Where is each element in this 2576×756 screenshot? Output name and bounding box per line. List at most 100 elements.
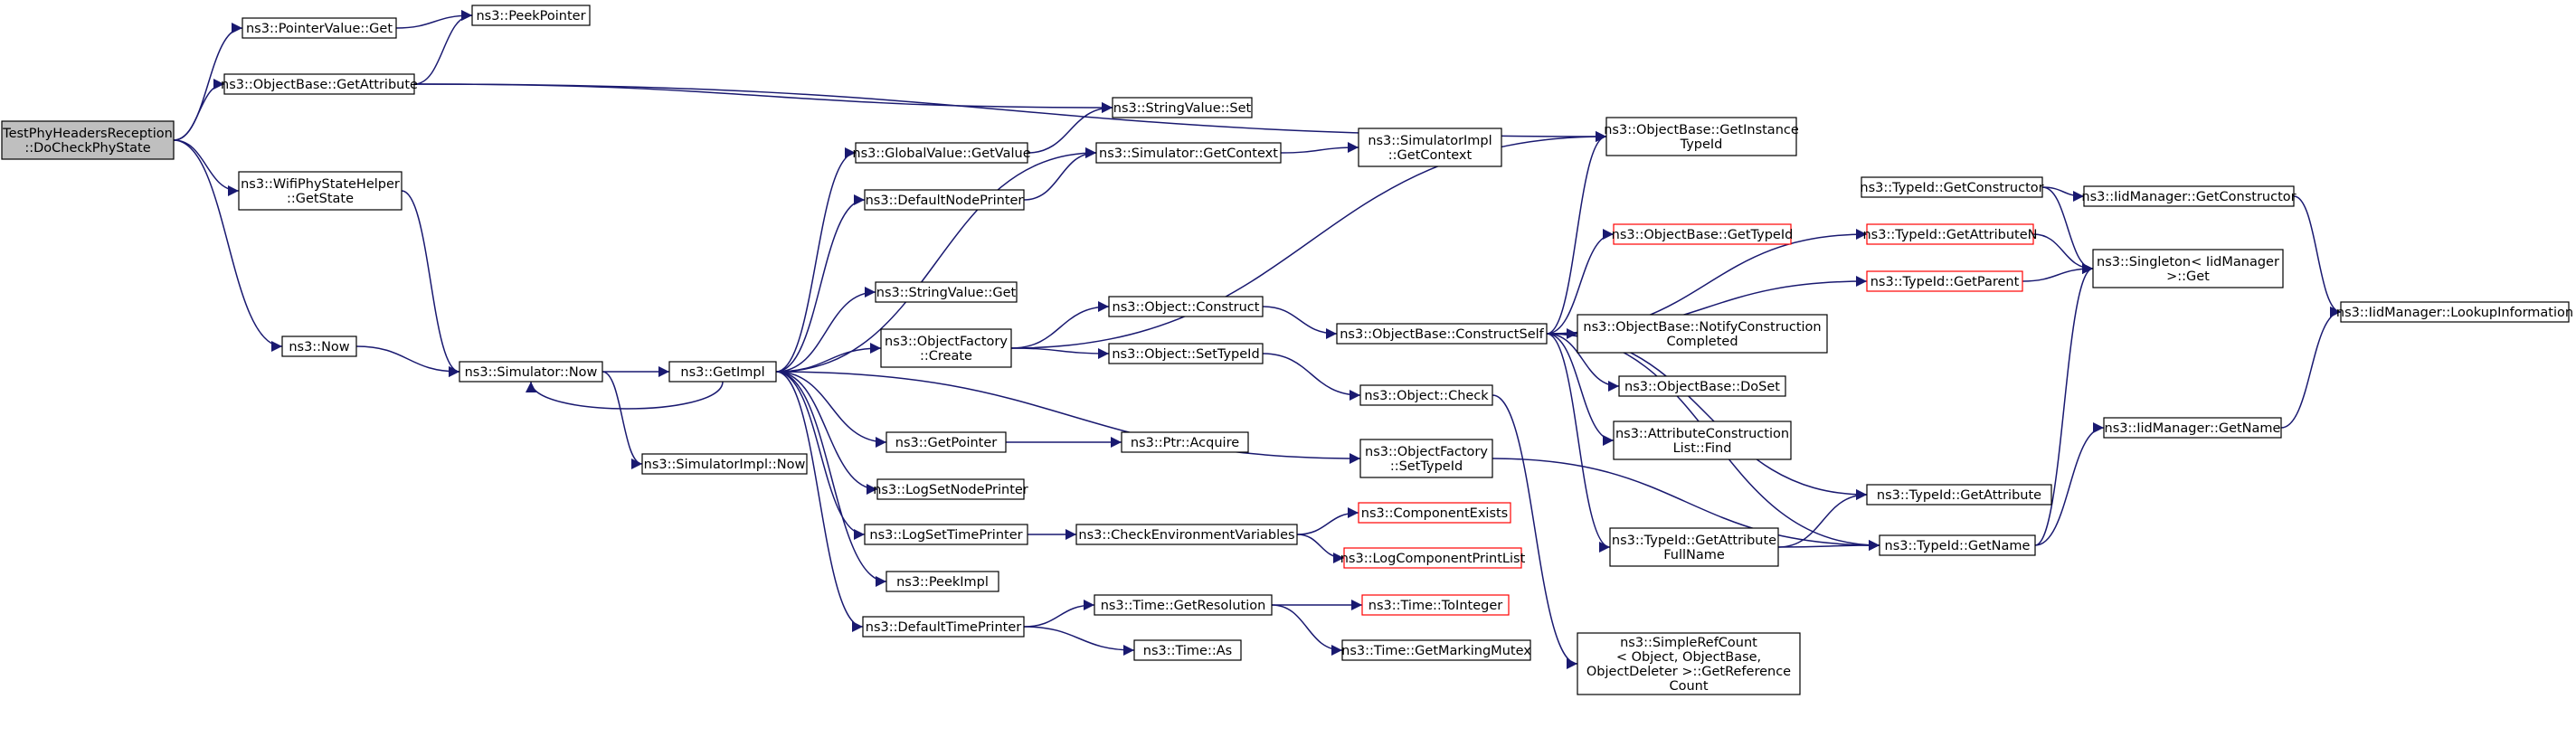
node-ob-gettypeid[interactable]: ns3::ObjectBase::GetTypeId [1612,223,1794,245]
node-sim-now[interactable]: ns3::Simulator::Now [459,361,603,383]
node-of-create[interactable]: ns3::ObjectFactory::Create [880,328,1012,368]
node-peekimpl[interactable]: ns3::PeekImpl [886,571,999,592]
node-typeid-getname[interactable]: ns3::TypeId::GetName [1879,534,2036,556]
node-box [1,120,175,160]
node-ob-constructself[interactable]: ns3::ObjectBase::ConstructSelf [1336,323,1548,345]
node-getimpl[interactable]: ns3::GetImpl [668,361,777,383]
node-box [238,171,402,211]
node-of-settypeid[interactable]: ns3::ObjectFactory::SetTypeId [1359,439,1493,478]
node-time-getmarkingmutex[interactable]: ns3::Time::GetMarkingMutex [1341,639,1531,661]
node-ob-notifyconstruction[interactable]: ns3::ObjectBase::NotifyConstructionCompl… [1577,314,1828,354]
node-typeid-getattributen[interactable]: ns3::TypeId::GetAttributeN [1862,223,2038,245]
node-logsetnodeprinter[interactable]: ns3::LogSetNodePrinter [873,478,1028,500]
node-typeid-getparent[interactable]: ns3::TypeId::GetParent [1866,270,2023,292]
node-getpointer[interactable]: ns3::GetPointer [886,431,1007,453]
node-box [471,5,591,26]
node-label: ns3::ObjectBase::ConstructSelf [1340,327,1544,342]
node-pv-get[interactable]: ns3::PointerValue::Get [242,17,397,39]
node-typeid-getconstructor[interactable]: ns3::TypeId::GetConstructor [1860,176,2044,198]
node-label: ns3::AttributeConstruction [1615,427,1789,441]
node-iid-getname[interactable]: ns3::IidManager::GetName [2103,417,2282,439]
node-ptr-acquire[interactable]: ns3::Ptr::Acquire [1121,431,1249,453]
edge-of_create-to-obj_settypeid [1010,347,1110,359]
node-label: ns3::PeekImpl [896,575,989,590]
node-ob-doset[interactable]: ns3::ObjectBase::DoSet [1618,375,1786,397]
node-simplerefcount[interactable]: ns3::SimpleRefCount< Object, ObjectBase,… [1577,632,1801,695]
node-label: ns3::Simulator::Now [465,365,598,380]
node-peekpointer[interactable]: ns3::PeekPointer [471,5,591,26]
node-label: Count [1669,679,1708,694]
node-box [1359,384,1493,406]
node-root[interactable]: TestPhyHeadersReception::DoCheckPhyState [1,120,175,160]
node-box [876,478,1025,500]
node-obj-settypeid[interactable]: ns3::Object::SetTypeId [1108,343,1264,364]
node-label: ns3::Simulator::GetContext [1099,146,1278,161]
edge-ob_getattr-to-stringvalue_set [413,83,1113,113]
node-wifi-getstate[interactable]: ns3::WifiPhyStateHelper::GetState [238,171,402,211]
edge-defaultnodeprinter-to-sim_getcontext [1023,147,1097,201]
edge-typeid_getparent-to-singleton_get [2022,263,2094,282]
edge-now-to-sim_now [355,345,460,377]
node-sim-getcontext[interactable]: ns3::Simulator::GetContext [1095,142,1282,164]
node-checkenv[interactable]: ns3::CheckEnvironmentVariables [1075,524,1298,545]
node-defaultnodeprinter[interactable]: ns3::DefaultNodePrinter [864,189,1025,211]
node-box [1094,594,1273,616]
node-componentexists[interactable]: ns3::ComponentExists [1358,502,1511,524]
node-label: ns3::PeekPointer [476,9,585,24]
edge-root-to-wifi_getstate [173,139,240,196]
node-box [1108,296,1264,317]
edge-getimpl-to-peekimpl [775,371,887,587]
node-gv-getvalue[interactable]: ns3::GlobalValue::GetValue [852,142,1031,164]
node-box [886,571,999,592]
edge-defaulttimeprinter-to-time_as [1023,626,1135,656]
node-box [1861,176,2043,198]
node-label: ns3::StringValue::Set [1113,101,1252,116]
node-label: ns3::Time::ToInteger [1368,599,1502,613]
node-simimpl-now[interactable]: ns3::SimulatorImpl::Now [641,453,808,475]
node-logcomponentprintlist[interactable]: ns3::LogComponentPrintList [1340,547,1526,569]
node-box [1341,639,1531,661]
node-box [1108,343,1264,364]
node-label: ns3::GlobalValue::GetValue [852,146,1030,161]
node-simimpl-getcontext[interactable]: ns3::SimulatorImpl::GetContext [1358,128,1502,167]
node-label: TestPhyHeadersReception [2,127,173,141]
node-obj-check[interactable]: ns3::Object::Check [1359,384,1493,406]
edge-root-to-ob_getattr [173,79,225,141]
edge-ob_constructself-to-ob_doset [1546,333,1620,392]
node-label: ns3::TypeId::GetConstructor [1860,181,2043,195]
node-stringvalue-get[interactable]: ns3::StringValue::Get [875,281,1018,303]
edge-typeid_getattributefullname-to-typeid_getattribute [1777,489,1868,548]
node-label: ns3::LogComponentPrintList [1340,552,1526,566]
node-singleton-get[interactable]: ns3::Singleton< IidManager>::Get [2092,249,2284,288]
node-time-getresolution[interactable]: ns3::Time::GetResolution [1094,594,1273,616]
node-label: ::GetState [287,192,354,206]
node-box [2103,417,2282,439]
node-defaulttimeprinter[interactable]: ns3::DefaultTimePrinter [862,616,1025,638]
node-ob-getattr[interactable]: ns3::ObjectBase::GetAttribute [221,73,418,95]
node-obj-construct[interactable]: ns3::Object::Construct [1108,296,1264,317]
node-iid-lookupinformation[interactable]: ns3::IidManager::LookupInformation [2336,301,2573,323]
node-box [459,361,603,383]
edge-obj_check-to-simplerefcount [1492,394,1578,669]
node-time-as[interactable]: ns3::Time::As [1133,639,1242,661]
node-box [864,189,1025,211]
edge-sim_getcontext-to-simimpl_getcontext [1280,142,1359,154]
node-label: ns3::TypeId::GetName [1885,539,2031,553]
node-time-tointeger[interactable]: ns3::Time::ToInteger [1361,594,1510,616]
node-label: FullName [1663,548,1725,562]
node-typeid-getattribute[interactable]: ns3::TypeId::GetAttribute [1866,484,2052,506]
node-iid-getconstructor[interactable]: ns3::IidManager::GetConstructor [2081,185,2297,207]
node-box [886,431,1007,453]
node-logsettimeprinter[interactable]: ns3::LogSetTimePrinter [864,524,1028,545]
node-label: ns3::GetPointer [895,436,998,450]
node-label: ns3::ObjectBase::GetAttribute [221,78,418,92]
node-box [1133,639,1242,661]
node-stringvalue-set[interactable]: ns3::StringValue::Set [1112,97,1253,118]
node-label: ::Create [920,349,972,364]
node-now[interactable]: ns3::Now [281,335,357,357]
node-box [668,361,777,383]
edge-time_getresolution-to-time_getmarkingmutex [1271,604,1343,656]
